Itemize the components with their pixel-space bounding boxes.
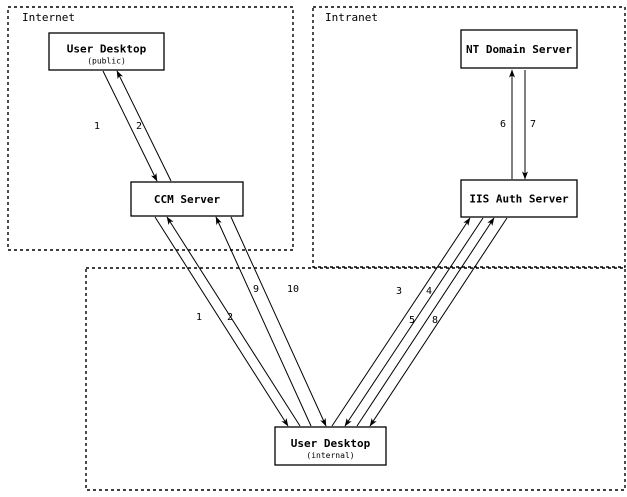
flow-arrow-e2b [166, 216, 301, 427]
edge-step-label-e3: 3 [396, 286, 402, 297]
edge-step-label-e2: 2 [136, 121, 142, 132]
node-box-nt-domain-server [460, 29, 578, 69]
node-title-user-desktop-public: User Desktop [67, 43, 147, 56]
node-iis-auth-server[interactable]: IIS Auth Server [460, 179, 578, 218]
node-box-iis-auth-server [460, 179, 578, 218]
flow-arrow-e4 [344, 217, 484, 427]
flow-arrow-e3 [331, 217, 471, 427]
edge-step-labels: 1 2 6 7 1 2 9 10 3 4 5 8 [94, 119, 536, 326]
node-subtitle-user-desktop-internal: (internal) [306, 451, 354, 460]
message-flow-arrows [102, 69, 528, 427]
node-title-nt-domain-server: NT Domain Server [466, 43, 572, 56]
edge-step-label-e10: 10 [287, 284, 299, 295]
node-box-user-desktop-public [48, 32, 165, 71]
edge-step-label-e4: 4 [426, 286, 432, 297]
edge-step-label-e5: 5 [409, 315, 415, 326]
zone-boundaries: Internet Intranet [7, 6, 626, 491]
zone-label-intranet: Intranet [325, 11, 378, 24]
node-ccm-server[interactable]: CCM Server [130, 181, 244, 217]
flow-arrow-e1b [154, 216, 289, 427]
node-subtitle-user-desktop-public: (public) [87, 57, 126, 66]
edge-step-label-e7: 7 [530, 119, 536, 130]
flow-arrow-e1 [102, 70, 158, 182]
edge-step-label-e1b: 1 [196, 312, 202, 323]
edge-step-label-e8: 8 [432, 315, 438, 326]
zone-boundary-internal [85, 267, 626, 491]
edge-step-label-e2b: 2 [227, 312, 233, 323]
node-box-ccm-server [130, 181, 244, 217]
edge-step-label-e9: 9 [253, 284, 259, 295]
flow-arrow-e5 [356, 217, 495, 427]
flow-arrow-e2 [116, 70, 172, 182]
flow-arrow-e10 [230, 216, 327, 427]
edge-step-label-e6: 6 [500, 119, 506, 130]
node-title-iis-auth-server: IIS Auth Server [469, 193, 569, 206]
node-user-desktop-internal[interactable]: User Desktop(internal) [274, 426, 387, 466]
node-user-desktop-public[interactable]: User Desktop(public) [48, 32, 165, 71]
zone-boundary-intranet [312, 6, 626, 268]
node-nt-domain-server[interactable]: NT Domain Server [460, 29, 578, 69]
flow-arrow-e9 [215, 216, 312, 427]
flow-arrow-e8 [369, 217, 508, 427]
node-box-user-desktop-internal [274, 426, 387, 466]
node-title-ccm-server: CCM Server [154, 193, 221, 206]
edge-step-label-e1: 1 [94, 121, 100, 132]
zone-label-internet: Internet [22, 11, 75, 24]
node-title-user-desktop-internal: User Desktop [291, 437, 371, 450]
